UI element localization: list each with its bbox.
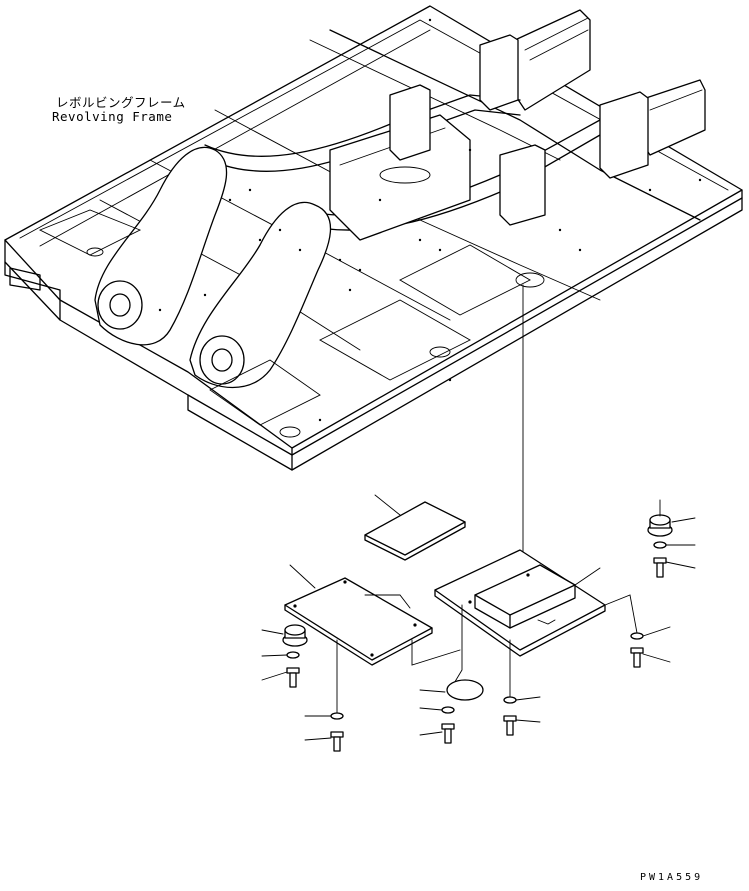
- washer-icon: [261, 651, 300, 659]
- cushion-mount-icon: [261, 624, 308, 647]
- bolt-icon: [653, 557, 696, 578]
- bolt-icon: [419, 723, 455, 744]
- washer-icon: [304, 712, 344, 720]
- bolt-icon: [630, 647, 671, 668]
- cap-icon: [419, 679, 484, 701]
- washer-icon: [503, 696, 541, 704]
- bolt-icon: [261, 667, 300, 688]
- washer-icon: [630, 626, 671, 640]
- revolving-frame-drawing: [4, 5, 743, 561]
- part-name-english: Revolving Frame: [52, 109, 173, 124]
- bolt-icon: [304, 731, 344, 752]
- controller-box-icon: [434, 549, 606, 691]
- figure-code: PW1A559: [640, 872, 704, 883]
- cushion-mount-icon: [647, 514, 696, 537]
- washer-icon: [419, 706, 455, 714]
- cover-plate-icon: [284, 564, 461, 666]
- label-plate-icon: [364, 494, 466, 561]
- part-name-japanese: レボルビングフレーム: [56, 95, 186, 110]
- bolt-icon: [503, 715, 541, 736]
- washer-icon: [653, 541, 696, 549]
